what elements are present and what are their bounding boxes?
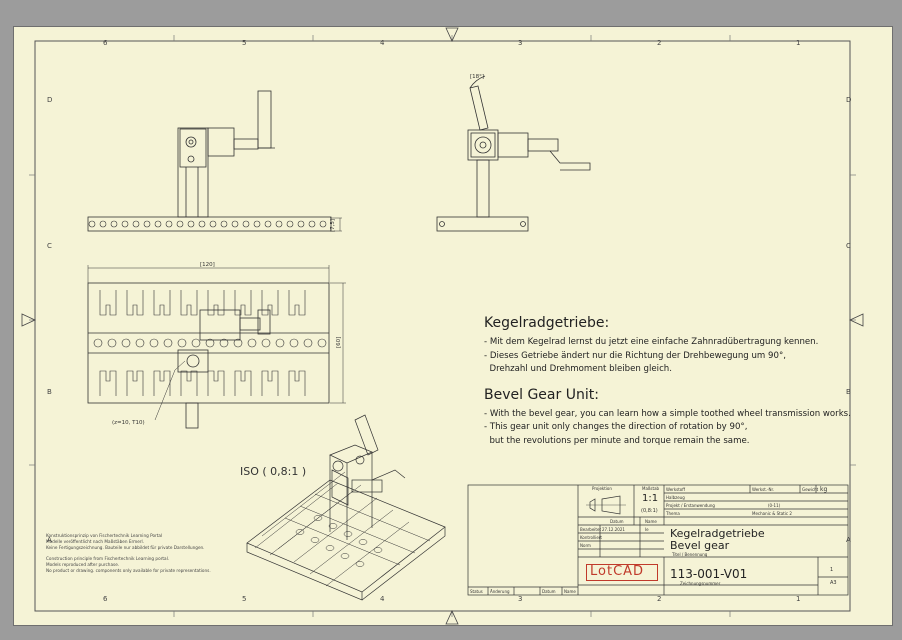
license-line: Modelle veröffentlicht nach Maßstäben Er… — [46, 538, 145, 544]
drawing-sheet — [13, 26, 893, 626]
zone-top-4: 4 — [380, 39, 385, 47]
tb-scale-alt: (0,8:1) — [641, 508, 658, 514]
tb-name: Name — [645, 519, 657, 524]
gear-callout: (z=10, T10) — [112, 420, 145, 426]
side-view — [436, 75, 591, 232]
tb-title-en: Bevel gear — [670, 539, 730, 552]
zone-left-a: A — [47, 536, 52, 544]
tb-datum: Datum — [610, 519, 624, 524]
license-line: Keine Fertigungszeichnung. Bauteile nur … — [46, 544, 205, 550]
zone-bottom-6: 6 — [103, 595, 108, 603]
notes-de-line: Drehzahl und Drehmoment bleiben gleich. — [484, 364, 672, 374]
zone-top-2: 2 — [657, 39, 661, 47]
zone-right-d: D — [846, 96, 851, 104]
zone-bottom-2: 2 — [657, 595, 661, 603]
zone-bottom-5: 5 — [242, 595, 246, 603]
zone-bottom-3: 3 — [518, 595, 522, 603]
license-text: Konstruktionsprinzip von Fischertechnik … — [46, 533, 211, 574]
tb-titel-label: Titel / Benennung — [672, 552, 708, 557]
description-notes: Kegelradgetriebe: - Mit dem Kegelrad ler… — [484, 315, 864, 448]
license-line: Construction principle from Fischertechn… — [46, 556, 170, 562]
zone-labels: 6 5 4 3 2 1 6 5 4 3 2 1 D C B A D C B A — [47, 39, 851, 603]
zone-ticks — [29, 35, 856, 617]
tb-zeichnungsnr: Zeichnungsnummer — [680, 581, 721, 586]
tb-norm: Norm — [580, 543, 591, 548]
zone-left-d: D — [47, 96, 52, 104]
zone-right-c: C — [846, 242, 851, 250]
lotcad-logo — [586, 564, 658, 581]
notes-en-line: but the revolutions per minute and torqu… — [484, 435, 750, 446]
zone-right-b: B — [846, 388, 851, 396]
tb-title-de: Kegelradgetriebe — [670, 527, 765, 540]
zone-top-5: 5 — [242, 39, 246, 47]
dim-rack-height: [7,5] — [330, 219, 336, 232]
tb-aenderung: Änderung — [490, 589, 510, 594]
front-view — [87, 90, 342, 232]
tb-name2: Name — [564, 589, 576, 594]
title-block — [467, 484, 849, 596]
tb-format: A3 — [830, 580, 837, 586]
tb-scale: 1:1 — [642, 493, 659, 504]
notes-de-line: - Dieses Getriebe ändert nur die Richtun… — [484, 350, 786, 361]
inner-frame — [34, 40, 851, 612]
tb-gewicht: Gewicht — [802, 487, 819, 492]
tb-werkstoff-nr: Werkst.-Nr. — [752, 487, 775, 492]
dim-angle: [18°] — [470, 74, 484, 80]
zone-bottom-4: 4 — [380, 595, 385, 603]
tb-bearbeitet-name: Ie — [645, 527, 649, 532]
license-line: No product or drawing. components only a… — [46, 567, 211, 573]
notes-heading-de: Kegelradgetriebe: — [484, 315, 610, 331]
zone-right-a: A — [846, 536, 851, 544]
license-line: Models reproduced after purchase. — [46, 561, 120, 567]
tb-werkstoff: Werkstoff — [666, 487, 685, 492]
iso-label: ISO ( 0,8:1 ) — [240, 465, 307, 478]
top-view — [87, 265, 346, 429]
centering-marks — [21, 27, 864, 625]
tb-projekt-val: (0-11) — [768, 503, 781, 508]
tb-halbzeug: Halbzeug — [666, 495, 685, 500]
tb-bearbeitet: Bearbeitet — [580, 527, 602, 532]
zone-top-6: 6 — [103, 39, 108, 47]
tb-scale-label: Maßstab — [642, 486, 660, 491]
tb-thema: Thema — [666, 511, 680, 516]
iso-view — [246, 414, 446, 601]
dim-width: [60] — [336, 337, 342, 348]
tb-bearbeitet-date: 27.12.2021 — [602, 527, 625, 532]
notes-heading-en: Bevel Gear Unit: — [484, 386, 599, 403]
tb-status: Status — [470, 589, 483, 594]
tb-drawing-no: 113-001-V01 — [670, 567, 748, 581]
tb-logo: LotCAD — [590, 564, 645, 579]
tb-thema-val: Mechanic & Static 2 — [752, 511, 792, 516]
tb-projection: Projektion — [592, 486, 612, 491]
notes-en-line: - With the bevel gear, you can learn how… — [484, 408, 851, 419]
license-line: Konstruktionsprinzip von Fischertechnik … — [46, 533, 163, 538]
zone-top-1: 1 — [796, 39, 800, 47]
tb-projekt: Projekt / Erstanwendung — [666, 503, 715, 508]
tb-kontrolliert: Kontrolliert — [580, 535, 602, 540]
notes-de-line: - Mit dem Kegelrad lernst du jetzt eine … — [484, 337, 819, 347]
zone-bottom-1: 1 — [796, 595, 800, 603]
zone-left-c: C — [47, 242, 52, 250]
notes-en-line: - This gear unit only changes the direct… — [484, 422, 748, 432]
dim-length: [120] — [200, 262, 215, 268]
tb-sheet-no: 1 — [830, 567, 834, 573]
tb-weight-unit: kg — [820, 486, 828, 493]
zone-left-b: B — [47, 388, 52, 396]
tb-datum2: Datum — [542, 589, 556, 594]
zone-top-3: 3 — [518, 39, 522, 47]
